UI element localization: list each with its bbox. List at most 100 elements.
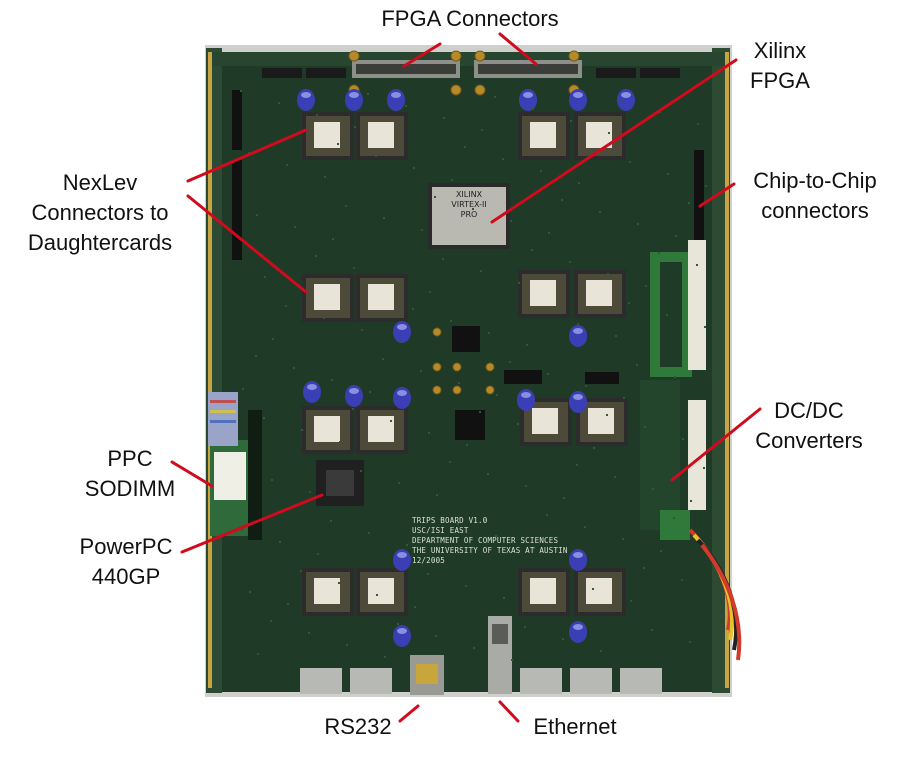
nexlev-socket — [576, 398, 628, 446]
trace-dot — [569, 261, 571, 263]
trace-dot — [316, 114, 318, 116]
trace-dot — [488, 332, 490, 334]
trace-dot — [345, 205, 347, 207]
trace-dot — [376, 594, 378, 596]
trace-dot — [434, 196, 436, 198]
trace-dot — [615, 335, 617, 337]
trace-dot — [532, 108, 534, 110]
trace-dot — [562, 638, 564, 640]
trace-dot — [271, 479, 273, 481]
capacitor — [519, 89, 537, 111]
trace-dot — [428, 432, 430, 434]
label-line: Converters — [755, 428, 863, 453]
label-line: Daughtercards — [27, 230, 173, 255]
label-dc-dc: DC/DC Converters — [746, 396, 872, 456]
trace-dot — [481, 129, 483, 131]
trace-dot — [494, 96, 496, 98]
trace-dot — [473, 647, 475, 649]
capacitor — [393, 387, 411, 409]
label-nexlev: NexLev Connectors to Daughtercards — [14, 168, 186, 258]
trace-dot — [539, 311, 541, 313]
label-powerpc: PowerPC 440GP — [70, 532, 182, 592]
nexlev-socket — [574, 568, 626, 616]
fpga-marking-line: PRO — [460, 210, 478, 219]
capacitor — [345, 89, 363, 111]
trace-dot — [465, 585, 467, 587]
silkscreen-line: 12/2005 — [412, 556, 446, 565]
trace-dot — [600, 650, 602, 652]
trace-dot — [264, 276, 266, 278]
edge-pins — [208, 52, 729, 688]
trace-dot — [546, 514, 548, 516]
capacitor — [569, 89, 587, 111]
leader-lines — [170, 32, 762, 723]
trace-dot — [458, 382, 460, 384]
trace-dot — [331, 379, 333, 381]
trace-dot — [361, 329, 363, 331]
trace-dot — [681, 579, 683, 581]
trace-dot — [637, 223, 639, 225]
sodimm-module — [210, 410, 262, 540]
trace-dot — [368, 532, 370, 534]
trace-dot — [442, 258, 444, 260]
ribbon-cable — [208, 392, 238, 446]
trace-dot — [518, 282, 520, 284]
trace-dot — [279, 541, 281, 543]
trace-dot — [414, 606, 416, 608]
trace-dot — [643, 567, 645, 569]
trace-dot — [367, 93, 369, 95]
trace-dot — [630, 600, 632, 602]
capacitors — [297, 89, 635, 647]
nexlev-socket — [356, 406, 408, 454]
trace-dot — [517, 423, 519, 425]
trace-dot — [561, 199, 563, 201]
capacitor — [303, 381, 321, 403]
capacitor — [569, 325, 587, 347]
trace-dot — [443, 117, 445, 119]
silkscreen-line: THE UNIVERSITY OF TEXAS AT AUSTIN — [412, 546, 568, 555]
nexlev-socket — [356, 568, 408, 616]
label-line: Chip-to-Chip — [753, 168, 877, 193]
trace-dot — [496, 394, 498, 396]
trace-dot — [375, 155, 377, 157]
trace-dot — [629, 161, 631, 163]
trace-dot — [592, 588, 594, 590]
trace-dot — [487, 473, 489, 475]
trace-dot — [705, 185, 707, 187]
trace-dot — [241, 529, 243, 531]
trace-dot — [584, 526, 586, 528]
trace-dot — [606, 414, 608, 416]
trace-dot — [628, 302, 630, 304]
trace-dot — [555, 435, 557, 437]
label-fpga-connectors: FPGA Connectors — [372, 4, 568, 34]
trace-dot — [466, 444, 468, 446]
label-line: 440GP — [91, 564, 161, 589]
capacitor — [345, 385, 363, 407]
trace-dot — [285, 305, 287, 307]
trace-dot — [286, 164, 288, 166]
trace-dot — [658, 252, 660, 254]
trace-dot — [644, 426, 646, 428]
powerpc-chip — [316, 460, 364, 506]
trace-dot — [338, 582, 340, 584]
trace-dot — [621, 99, 623, 101]
nexlev-socket — [574, 112, 626, 160]
label-line: FPGA — [750, 68, 810, 93]
trace-dot — [323, 317, 325, 319]
trace-dot — [369, 391, 371, 393]
label-line: SODIMM — [84, 476, 176, 501]
trace-dot — [525, 485, 527, 487]
trace-dot — [614, 476, 616, 478]
capacitor — [393, 549, 411, 571]
trace-dot — [696, 264, 698, 266]
trace-texture — [240, 90, 707, 661]
trace-dot — [570, 120, 572, 122]
trace-dot — [660, 550, 662, 552]
nexlev-socket — [302, 568, 354, 616]
trace-dot — [531, 249, 533, 251]
capacitor — [297, 89, 315, 111]
trace-dot — [675, 235, 677, 237]
nexlev-socket — [356, 274, 408, 322]
